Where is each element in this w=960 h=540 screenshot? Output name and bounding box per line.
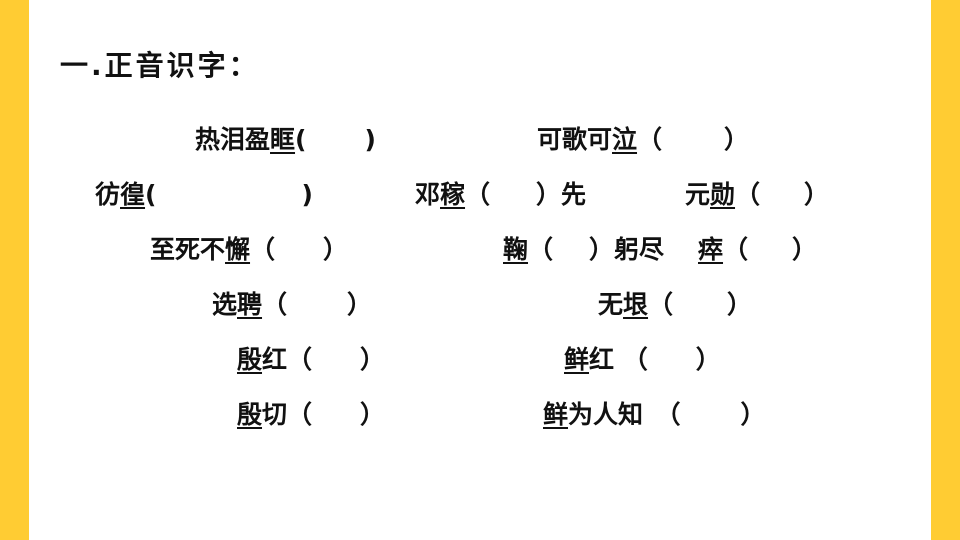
underlined-char: 聘	[237, 290, 263, 319]
item-text: 元	[685, 180, 711, 209]
item-yuanxun: 元勋（ ）	[685, 179, 829, 211]
right-side-bar	[931, 0, 960, 540]
close-paren: ）	[727, 290, 753, 319]
item-text: 选	[212, 290, 238, 319]
item-kege-keqi: 可歌可泣（ ）	[537, 124, 749, 156]
close-paren: ）	[360, 400, 386, 429]
open-paren: 红 （	[589, 345, 648, 374]
item-xianhong: 鲜红 （ ）	[564, 344, 721, 376]
underlined-char: 徨	[120, 180, 146, 209]
open-paren: （	[250, 235, 276, 264]
underlined-char: 瘁	[698, 235, 724, 264]
close-paren: ）先	[536, 180, 587, 209]
open-paren: （	[648, 290, 674, 319]
item-text: 彷	[95, 180, 121, 209]
item-text: 邓	[415, 180, 441, 209]
open-paren: 为人知 （	[568, 400, 681, 429]
close-paren: ）	[740, 400, 766, 429]
underlined-char: 泣	[612, 125, 638, 154]
section-heading: 一.正音识字：	[60, 49, 260, 82]
item-wuyin: 无垠（ ）	[598, 289, 752, 321]
open-paren: （	[528, 235, 554, 264]
item-yinqie: 殷切（ ）	[237, 399, 385, 431]
item-text: 热泪盈	[195, 125, 271, 154]
item-text: 至死不	[150, 235, 226, 264]
close-paren: ）	[347, 290, 373, 319]
item-xuanpin: 选聘（ ）	[212, 289, 372, 321]
underlined-char: 垠	[623, 290, 649, 319]
item-panghuang: 彷徨()	[95, 179, 313, 211]
item-yanhong: 殷红（ ）	[237, 344, 385, 376]
item-text: 无	[598, 290, 624, 319]
underlined-char: 殷	[237, 345, 263, 374]
item-jugong-jin: 鞠（ ）躬尽	[503, 234, 664, 266]
close-paren: ）	[724, 125, 750, 154]
underlined-char: 勋	[710, 180, 736, 209]
open-paren: （	[637, 125, 663, 154]
item-zhisi-buxie: 至死不懈（ ）	[150, 234, 348, 266]
underlined-char: 殷	[237, 400, 263, 429]
underlined-char: 眶	[270, 125, 296, 154]
open-paren: (	[295, 125, 307, 154]
left-side-bar	[0, 0, 29, 540]
open-paren: （	[723, 235, 749, 264]
underlined-char: 鞠	[503, 235, 529, 264]
close-paren: ）	[360, 345, 386, 374]
close-paren: ）	[792, 235, 818, 264]
close-paren: ）	[323, 235, 349, 264]
underlined-char: 鲜	[564, 345, 590, 374]
open-paren: （	[262, 290, 288, 319]
close-paren: ）躬尽	[589, 235, 665, 264]
close-paren: )	[364, 125, 376, 154]
underlined-char: 鲜	[543, 400, 569, 429]
underlined-char: 懈	[225, 235, 251, 264]
underlined-char: 稼	[440, 180, 466, 209]
open-paren: （	[465, 180, 491, 209]
open-paren: 切（	[262, 400, 313, 429]
close-paren: )	[301, 180, 313, 209]
item-xianweirenzhi: 鲜为人知 （ ）	[543, 399, 766, 431]
item-relei-yingkuang: 热泪盈眶()	[195, 124, 376, 156]
close-paren: ）	[695, 345, 721, 374]
open-paren: (	[145, 180, 157, 209]
close-paren: ）	[804, 180, 830, 209]
open-paren: 红（	[262, 345, 313, 374]
item-cui: 瘁（ ）	[698, 234, 817, 266]
item-text: 可歌可	[537, 125, 613, 154]
item-dengjia-xian: 邓稼（ ）先	[415, 179, 586, 211]
open-paren: （	[735, 180, 761, 209]
